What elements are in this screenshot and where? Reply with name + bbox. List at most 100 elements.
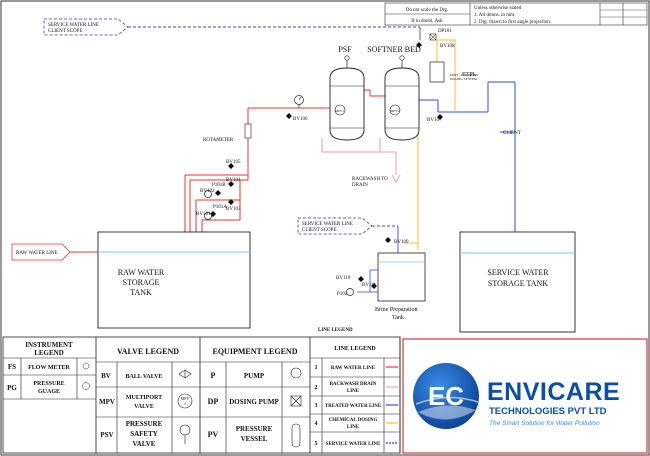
dosing-label-line1: POST - CHLORINE [450,73,478,77]
brine-label-line2: Tank [392,315,404,321]
p101b-pump [204,190,212,198]
bv111-tag: BV111 [362,283,377,288]
pumps [204,190,354,296]
bv101-tag: BV101 [196,212,211,217]
valve-code-bv: BV [101,372,111,380]
bv104-valve [228,181,234,187]
safety-valve-icon [179,424,191,436]
bv105-valve [228,163,234,169]
valve-label-valve: VALVE [134,404,154,410]
note-dimensions: 1. All dimns. in mm. [474,13,515,18]
pump-icon [290,367,302,379]
line-legend-label: CHEMICAL DOSING [329,418,378,423]
bv107-tag: BV107 [427,118,442,123]
brine-tank: Brine Preparation Tank [375,252,426,321]
line-legend-label: LINE [347,425,360,430]
line-legend-row-1: 1 RAW WATER LINE [315,365,398,371]
bv110-tag: BV110 [336,276,351,281]
backwash-piping [321,138,401,184]
line-legend-num: 2 [315,385,318,391]
instrument-label-pressure: PRESSURE [33,381,64,387]
note-projection: 2. Drg. drawn to first angle projection. [474,20,551,25]
scope-mid-line1: SERVICE WATER LINE [302,222,353,227]
service-water-scope-top: SERVICE WATER LINE CLIENT SCOPE [43,18,421,40]
psf-label: PSF [338,45,352,54]
logo-tagline: The Smart Solution for Water Pollution [489,420,600,427]
raw-water-tank: RAW WATER STORAGE TANK [97,231,251,329]
bv109-valve [385,237,391,243]
note-do-not-scale: Do not scale the Drg. [406,8,449,13]
bv109-tag: BV109 [394,240,409,245]
valve-code-psv: PSV [100,431,113,439]
equipment-legend-title: EQUIPMENT LEGEND [213,347,298,356]
line-legend-label: BACKWASH DRAIN [330,382,377,387]
line-legend-label: SERVICE WATER LINE [326,442,381,447]
service-water-tank: SERVICE WATER STORAGE TANK [459,231,576,333]
line-legend-num: 4 [315,421,318,427]
softener-vessel: MPV-2 SOFTNER BED [367,45,421,141]
multiport-icon-text2: 1 [184,401,186,406]
line-legend-row-5: 5 SERVICE WATER LINE [315,441,398,447]
dosing-pump-icon [290,395,302,407]
line-legend-num: 5 [315,441,318,447]
pressure-gauge-icon [82,382,90,390]
softner-bed-label: SOFTNER BED [367,45,421,54]
legend-tables: INSTRUMENT LEGEND FS FLOW METER PG PRESS… [2,336,401,454]
valve-label-ball: BALL VALVE [125,374,162,380]
equipment-label-vessel: VESSEL [241,435,268,443]
line-legend-row-4: 4 CHEMICAL DOSING LINE [315,418,398,430]
p101a-tag: P101A [213,205,227,210]
line-legend-label: LINE [347,389,360,394]
equipment-code-pv: PV [208,430,219,439]
ball-valves [210,42,443,289]
bv102-valve [215,190,221,196]
scope-top-line2: CLIENT SCOPE [48,29,83,34]
p101a-pump [204,212,212,220]
raw-tank-line2: STORAGE [123,278,160,287]
notes-block: Do not scale the Drg. If in doubt, Ask U… [384,2,648,26]
instrument-label-flow-meter: FLOW METER [28,365,70,371]
logo-monogram: EC [428,381,464,411]
instrument-label-guage: GUAGE [38,389,60,395]
line-legend-num: 1 [315,365,318,371]
line-legend-title: LINE LEGEND [334,346,376,352]
service-water-scope-mid: SERVICE WATER LINE CLIENT SCOPE [297,217,399,253]
rotameter-label: ROTAMETER [203,138,234,143]
brine-piping [357,269,378,293]
bv104-tag: BV104 [226,178,241,183]
bv106-valve [286,113,292,119]
raw-tank-line1: RAW WATER [118,268,165,277]
brine-label-line1: Brine Preparation [375,307,418,313]
valve-label-safety: SAFETY [130,430,158,438]
client-text: CLIENT [503,131,521,136]
equipment-label-pump: PUMP [244,372,265,380]
line-legend-caption: LINE LEGEND [318,328,353,333]
logo-subtitle: TECHNOLOGIES PVT LTD [489,406,607,417]
mpv1-tag: MPV-1 [335,109,345,113]
dosing-system: DP101 POST - CHLORINE DOSING SYSTEM ETPL [429,29,478,83]
bv108-tag: BV108 [440,44,455,49]
p101b-tag: P101B [212,183,226,188]
instrument-legend-title1: INSTRUMENT [25,341,73,349]
chemical-dosing-piping [405,39,456,250]
etpl-text: ETPL [462,72,477,78]
equipment-label-pressure: PRESSURE [236,425,273,433]
bv103-tag: BV103 [226,207,241,212]
dosing-label-line2: DOSING SYSTEM [450,77,477,81]
bv110-valve [358,276,364,282]
instrument-code-fs: FS [8,363,16,371]
backwash-label-line2: DRAIN [352,183,368,188]
raw-tank-line3: TANK [130,288,152,297]
service-tank-line2: STORAGE TANK [488,279,548,288]
instrument-legend-title2: LEGEND [34,349,64,357]
equipment-code-dp: DP [208,397,219,406]
bv103-valve [228,199,234,205]
pressure-gauge [294,95,304,108]
rotameter: ROTAMETER [203,123,252,143]
valve-legend-title: VALVE LEGEND [117,347,179,356]
dp101-tag: DP101 [438,29,452,34]
line-legend-num: 3 [315,403,318,409]
logo-company-name: ENVICARE [487,378,620,406]
bv111-valve [371,283,377,289]
